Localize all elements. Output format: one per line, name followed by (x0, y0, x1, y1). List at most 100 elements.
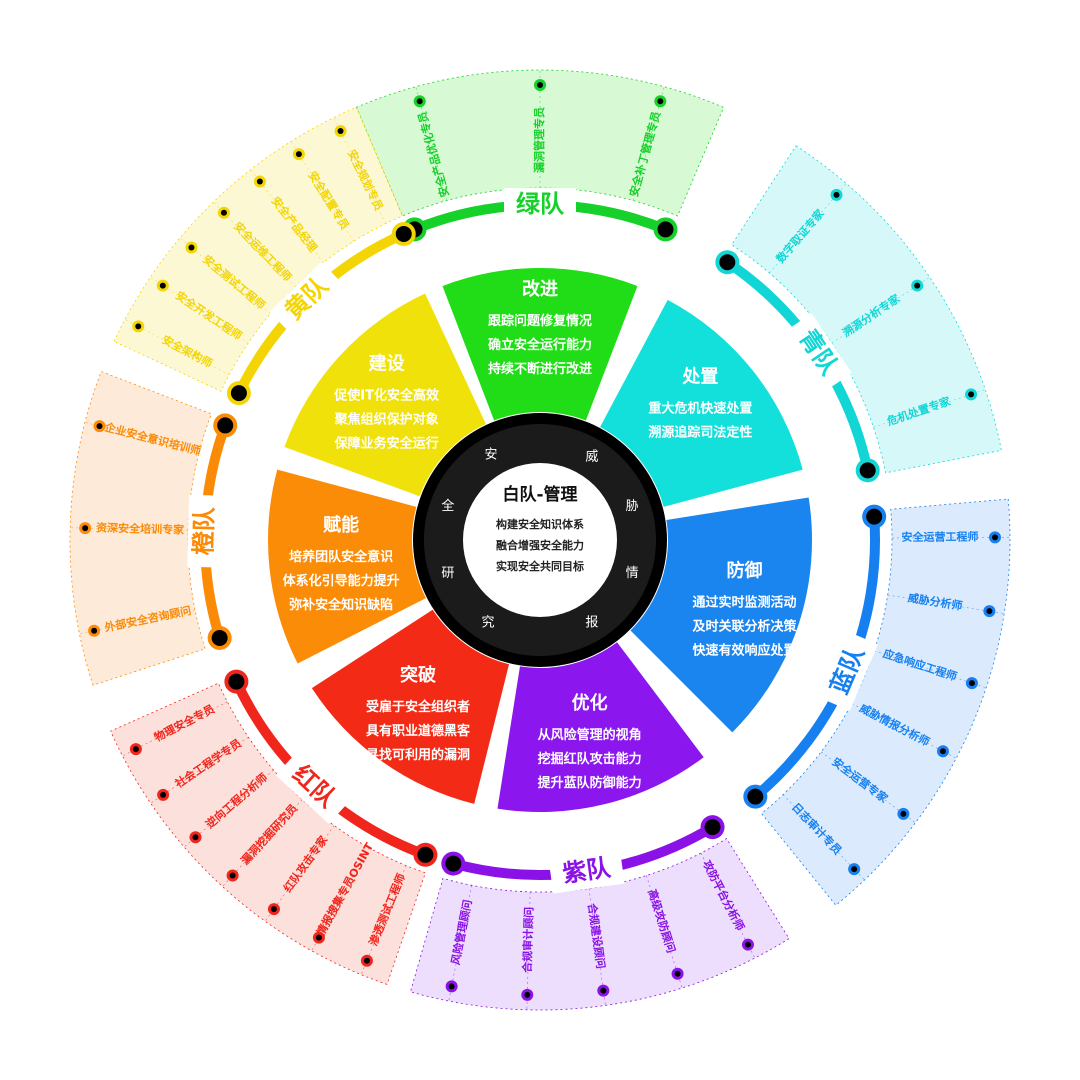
role-dot-core-icon (220, 209, 227, 216)
role-dot-core-icon (939, 748, 946, 755)
ring-char-left: 全 (441, 498, 454, 514)
role-dot-core-icon (135, 323, 142, 330)
team-name-backing (275, 750, 352, 824)
role-dot-core-icon (900, 810, 907, 817)
ring-char-right: 威 (585, 449, 598, 464)
wedge-line-blue: 通过实时监测活动 (692, 594, 796, 610)
wedge-line-yellow: 促使IT化安全高效 (333, 387, 440, 403)
wedge-line-purple: 提升蓝队防御能力 (538, 775, 642, 791)
outer-fan-green (355, 69, 725, 217)
wedge-title-purple: 优化 (572, 692, 608, 714)
wedge-purple (497, 642, 704, 812)
arc-end-core-icon (230, 385, 247, 402)
role-dot-core-icon (851, 866, 858, 873)
wedge-line-yellow: 聚焦组织保护对象 (334, 411, 439, 427)
ring-char-left: 究 (482, 616, 495, 631)
wedge-line-red: 寻找可利用的漏洞 (366, 747, 470, 763)
ring-char-right: 报 (585, 616, 598, 631)
arc-end-core-icon (211, 629, 228, 646)
role-label: 合规审计顾问 (520, 907, 536, 973)
arc-end-core-icon (217, 417, 234, 434)
wedge-blue (630, 497, 812, 733)
center-hub: 白队-管理 构建安全知识体系 融合增强安全能力 实现安全共同目标 (413, 413, 667, 667)
wedge-orange (268, 469, 426, 664)
ring-char-left: 研 (441, 566, 454, 581)
role-dot-core-icon (160, 791, 167, 798)
role-dot-core-icon (968, 680, 975, 687)
role-dot-core-icon (96, 423, 103, 430)
role-dot-core-icon (270, 906, 277, 913)
role-dot-core-icon (315, 934, 322, 941)
wedge-green (442, 268, 638, 421)
team-name-backing (504, 188, 576, 222)
team-name-backing (187, 494, 224, 568)
role-dot-core-icon (229, 872, 236, 879)
center-inner-disc (463, 463, 617, 617)
role-dot-core-icon (674, 970, 681, 977)
arc-end-core-icon (866, 508, 883, 525)
role-dot-core-icon (91, 627, 98, 634)
ring-char-right: 情 (626, 566, 639, 581)
wedge-line-green: 跟踪问题修复情况 (488, 313, 592, 329)
wedge-title-orange: 赋能 (323, 514, 359, 536)
wedge-title-yellow: 建设 (369, 352, 405, 374)
wedge-title-green: 改进 (522, 278, 558, 300)
arc-end-core-icon (445, 855, 462, 872)
role-label: 漏洞管理专员 (532, 107, 546, 173)
outer-role-fans: 安全产品优化专员漏洞管理专员安全补丁管理专员数字取证专家溯源分析专家危机处置专家… (69, 69, 1011, 1011)
arc-end-core-icon (657, 221, 674, 238)
outer-fan-orange (69, 371, 212, 686)
role-dot-core-icon (132, 746, 139, 753)
team-name-purple: 紫队 (561, 853, 613, 888)
role-dot-core-icon (295, 151, 302, 158)
role-dot-core-icon (337, 128, 344, 135)
role-label: 安全运营工程师 (901, 529, 978, 543)
wedge-line-purple: 挖掘红队攻击能力 (538, 751, 642, 767)
arc-end-core-icon (747, 788, 764, 805)
arc-end-core-icon (395, 225, 412, 242)
center-line-3: 实现安全共同目标 (496, 559, 584, 573)
role-dot-core-icon (416, 98, 423, 105)
wedge-line-orange: 体系化引导能力提升 (283, 573, 400, 589)
wedge-line-yellow: 保障业务安全运行 (334, 435, 439, 451)
ring-char-right: 胁 (626, 499, 639, 514)
role-dot-core-icon (833, 191, 840, 198)
team-name-backing (818, 631, 879, 711)
wedge-red (311, 609, 510, 804)
role-dot-core-icon (188, 244, 195, 251)
role-dot-core-icon (82, 525, 89, 532)
wedge-title-cyan: 处置 (681, 365, 718, 387)
role-dot-core-icon (968, 391, 975, 398)
center-line-2: 融合增强安全能力 (496, 538, 584, 552)
wedge-title-red: 突破 (400, 664, 436, 686)
role-dot-core-icon (657, 98, 664, 105)
outer-fan-yellow (113, 106, 403, 392)
role-dot-core-icon (448, 983, 455, 990)
team-name-orange: 橙队 (189, 506, 218, 556)
wedge-line-orange: 弥补安全知识缺陷 (289, 597, 393, 613)
arc-end-core-icon (719, 254, 736, 271)
role-dot-core-icon (744, 941, 751, 948)
outer-fan-cyan (731, 145, 1002, 474)
team-name-backing (783, 313, 852, 393)
role-dot-core-icon (256, 178, 263, 185)
role-dot-core-icon (537, 82, 543, 88)
wedge-yellow (284, 293, 486, 497)
wedge-line-red: 受雇于安全组织者 (366, 699, 470, 715)
wedge-line-blue: 快速有效响应处置 (692, 642, 796, 658)
wedge-line-cyan: 重大危机快速处置 (648, 400, 752, 416)
wedge-line-purple: 从风险管理的视角 (538, 727, 642, 743)
wedge-line-cyan: 溯源追踪司法定性 (648, 424, 752, 440)
ring-char-left: 安 (484, 448, 497, 463)
wedge-line-green: 确立安全运行能力 (488, 337, 592, 353)
role-dot-core-icon (192, 834, 199, 841)
wedge-title-blue: 防御 (726, 559, 762, 581)
role-dot-core-icon (914, 282, 921, 289)
team-name-backing (269, 261, 345, 337)
role-dot-core-icon (991, 534, 998, 541)
arc-end-core-icon (859, 462, 876, 479)
wedge-cyan (600, 299, 803, 507)
